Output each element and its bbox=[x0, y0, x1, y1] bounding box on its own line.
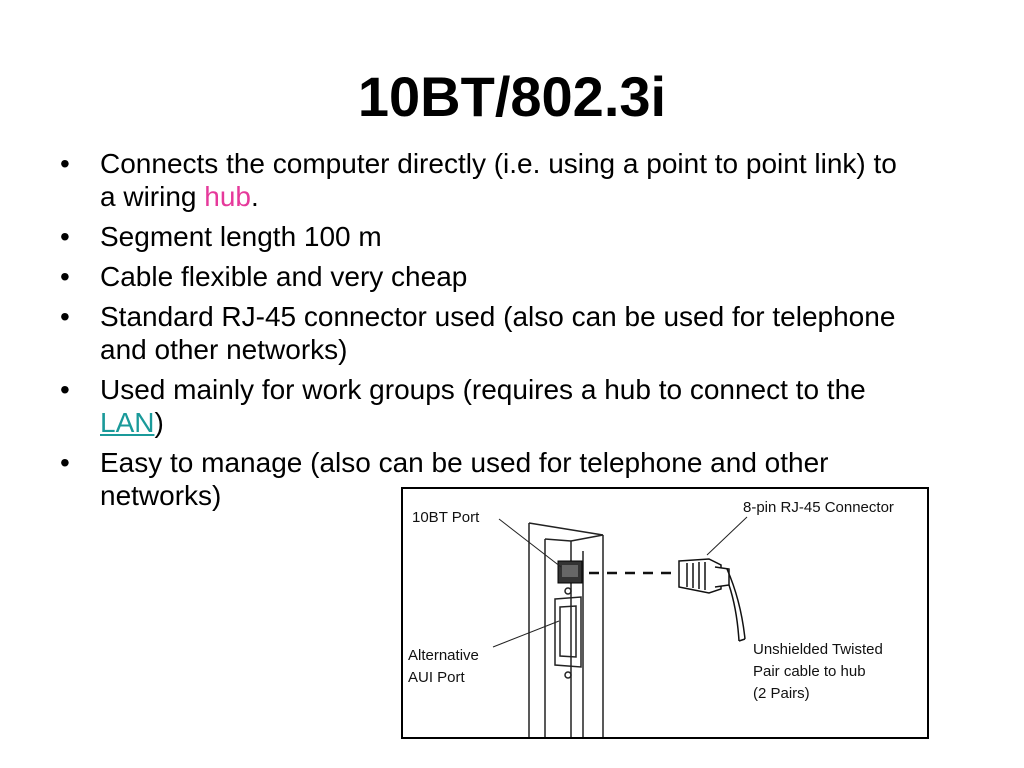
bullet-text: Segment length 100 m bbox=[100, 221, 382, 252]
bullet-item: • Connects the computer directly (i.e. u… bbox=[58, 147, 918, 213]
bullet-item: • Used mainly for work groups (requires … bbox=[58, 373, 918, 439]
cable-label-line: Unshielded Twisted bbox=[753, 641, 883, 658]
hub-highlight: hub bbox=[204, 181, 251, 212]
slide-title: 10BT/802.3i bbox=[357, 65, 667, 128]
bullet-text: Connects the computer directly (i.e. usi… bbox=[100, 148, 897, 212]
cable-label: Unshielded Twisted Pair cable to hub (2 … bbox=[753, 639, 883, 705]
cable-label-line: (2 Pairs) bbox=[753, 685, 810, 702]
connector-label: 8-pin RJ-45 Connector bbox=[743, 499, 894, 516]
aui-label-line: Alternative bbox=[408, 647, 479, 664]
bullet-item: • Easy to manage (also can be used for t… bbox=[58, 446, 918, 512]
bullet-dot: • bbox=[60, 148, 70, 179]
bullet-text-end: . bbox=[250, 181, 259, 212]
aui-label-line: AUI Port bbox=[408, 669, 465, 686]
rj45-plug bbox=[678, 558, 730, 594]
bullet-dot: • bbox=[60, 301, 70, 332]
aui-label: Alternative AUI Port bbox=[408, 645, 479, 689]
bullet-list: • Connects the computer directly (i.e. u… bbox=[58, 147, 918, 519]
bullet-text: Easy to manage (also can be used for tel… bbox=[100, 447, 829, 511]
cable-label-line: Pair cable to hub bbox=[753, 663, 866, 680]
bullet-dot: • bbox=[60, 261, 70, 292]
computer-case-outline bbox=[528, 522, 604, 737]
port-label: 10BT Port bbox=[412, 509, 480, 526]
bullet-item: • Standard RJ-45 connector used (also ca… bbox=[58, 300, 918, 366]
bullet-text: Cable flexible and very cheap bbox=[100, 261, 468, 292]
bullet-text: Used mainly for work groups (requires a … bbox=[100, 374, 866, 405]
lan-link[interactable]: LAN bbox=[100, 407, 155, 438]
rj45-diagram: 10BT Port 8-pin RJ-45 Connector Alternat… bbox=[401, 487, 929, 739]
bullet-text: Standard RJ-45 connector used (also can … bbox=[100, 301, 896, 365]
twisted-pair-cable bbox=[726, 568, 746, 642]
bullet-item: • Cable flexible and very cheap bbox=[58, 260, 918, 293]
aui-port-connector bbox=[554, 587, 582, 679]
bullet-item: • Segment length 100 m bbox=[58, 220, 918, 253]
leader-lines bbox=[492, 516, 748, 648]
bullet-dot: • bbox=[60, 447, 70, 478]
bullet-text-end: ) bbox=[154, 407, 164, 438]
rj45-illustration bbox=[492, 516, 748, 737]
bullet-dot: • bbox=[60, 374, 70, 405]
bullet-dot: • bbox=[60, 221, 70, 252]
10bt-port-jack bbox=[557, 560, 583, 584]
